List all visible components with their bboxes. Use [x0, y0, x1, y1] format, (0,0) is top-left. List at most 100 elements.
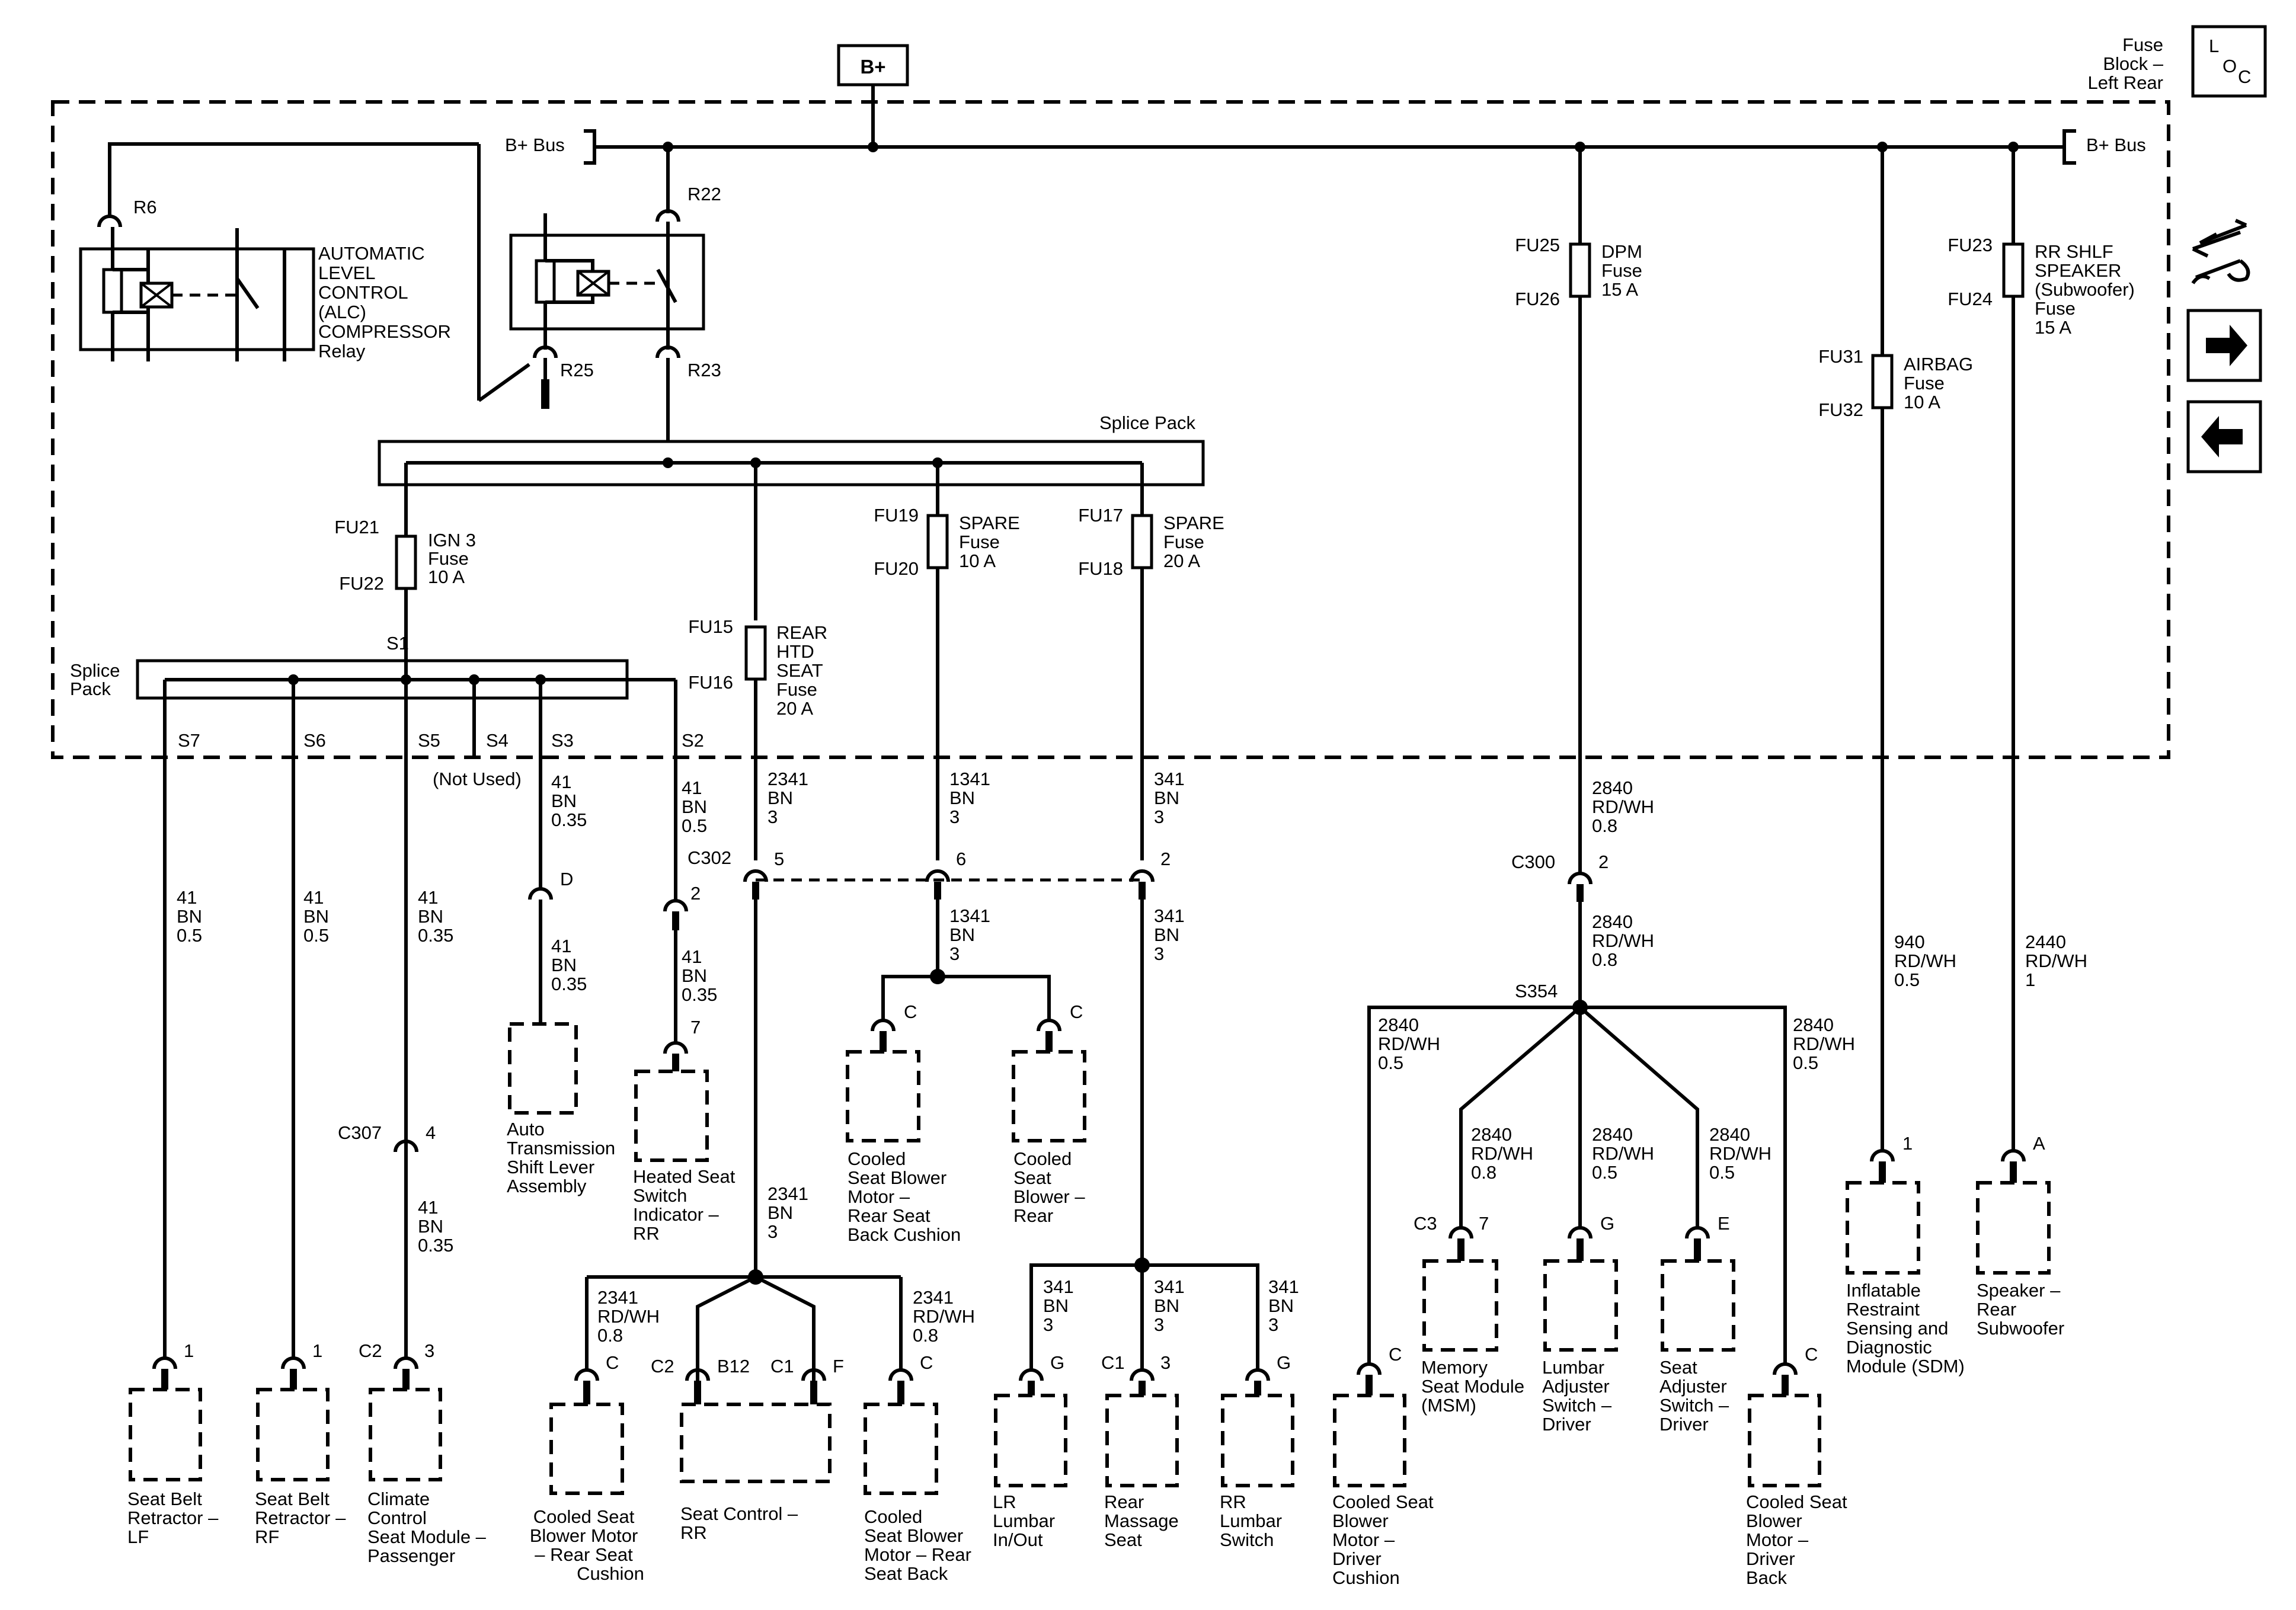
svg-text:2341: 2341 [768, 769, 808, 789]
wire-s2-label: 41 BN 0.5 [682, 777, 707, 836]
component-rr-lumbar[interactable] [1221, 1394, 1294, 1487]
wire-s7-label: 41 BN 0.5 [177, 887, 202, 946]
component-lumbar-adjuster-driver[interactable] [1543, 1259, 1618, 1352]
wire-2341-lower-label: 2341 BN 3 [768, 1183, 808, 1242]
component-speaker-subwoofer[interactable] [1976, 1181, 2051, 1275]
svg-text:G: G [1600, 1213, 1614, 1234]
svg-text:RD/WH: RD/WH [913, 1306, 975, 1327]
svg-text:BN: BN [1043, 1295, 1069, 1316]
wire-2-label: 41 BN 0.35 [682, 946, 717, 1005]
component-cooled-driver-cushion[interactable] [1333, 1394, 1406, 1487]
arrow-left-icon[interactable] [2186, 400, 2262, 473]
svg-text:0.5: 0.5 [1378, 1052, 1403, 1073]
svg-text:FU26: FU26 [1515, 289, 1560, 309]
component-cooled-seat-back[interactable] [864, 1403, 938, 1495]
component-seat-belt-rf[interactable] [256, 1388, 330, 1481]
component-cooled-seat-cushion[interactable] [549, 1403, 624, 1495]
svg-text:Blower: Blower [1332, 1510, 1389, 1531]
svg-text:C: C [606, 1352, 619, 1373]
svg-text:C: C [1389, 1344, 1402, 1365]
label-cooled-driver-back: Cooled Seat Blower Motor – Driver Back [1746, 1491, 1847, 1588]
component-climate-control[interactable] [369, 1388, 442, 1481]
component-memory-seat-module[interactable] [1422, 1259, 1498, 1352]
component-heated-seat-switch[interactable] [634, 1070, 709, 1162]
component-cooled-driver-back[interactable] [1748, 1394, 1821, 1487]
svg-text:Motor –: Motor – [1746, 1529, 1809, 1550]
svg-text:Cushion: Cushion [577, 1563, 644, 1584]
fuse-block-label-3: Left Rear [2087, 72, 2163, 93]
fuse-fu19 [926, 514, 949, 569]
terminal-r22: R22 [687, 184, 721, 204]
svg-text:C3: C3 [1414, 1213, 1437, 1234]
wire-2840-left-label: 2840 RD/WH 0.5 [1378, 1014, 1440, 1073]
wire-s3-label: 41 BN 0.35 [551, 772, 587, 830]
component-seat-control-rr[interactable] [680, 1403, 832, 1483]
wire-341-label: 341 BN 3 [1154, 769, 1185, 827]
svg-text:Auto: Auto [507, 1119, 545, 1140]
svg-text:15 A: 15 A [1601, 279, 1638, 300]
svg-text:Shift Lever: Shift Lever [507, 1157, 594, 1177]
svg-text:S4: S4 [486, 730, 509, 751]
svg-text:3: 3 [1154, 806, 1164, 827]
fuse-fu25 [1569, 242, 1591, 298]
svg-text:Back Cushion: Back Cushion [848, 1224, 961, 1245]
svg-text:Seat Module: Seat Module [1421, 1376, 1524, 1397]
wire-940-label: 940 RD/WH 0.5 [1894, 932, 1956, 990]
component-auto-transmission[interactable] [508, 1022, 578, 1115]
svg-text:RR: RR [633, 1223, 660, 1244]
svg-text:Rear Seat: Rear Seat [848, 1205, 930, 1226]
svg-text:FU17: FU17 [1078, 505, 1123, 526]
svg-text:Driver: Driver [1542, 1414, 1591, 1435]
svg-text:D: D [560, 869, 573, 889]
loc-icon[interactable]: L O C [2191, 25, 2267, 98]
svg-text:20 A: 20 A [1163, 550, 1200, 571]
alc-relay-name-5: COMPRESSOR [318, 321, 451, 342]
svg-text:1: 1 [184, 1340, 194, 1361]
component-cooled-seat-back-cushion[interactable] [846, 1050, 920, 1142]
splice-pack-label: Splice Pack [1099, 412, 1195, 433]
label-rear-massage-seat: Rear Massage Seat [1104, 1491, 1179, 1550]
label-seat-belt-lf: Seat Belt Retractor – LF [127, 1489, 219, 1547]
wiring-tools-icon[interactable] [2191, 219, 2250, 284]
svg-text:G: G [1277, 1352, 1291, 1373]
svg-text:S7: S7 [178, 730, 200, 751]
label-memory-seat-module: Memory Seat Module (MSM) [1421, 1357, 1524, 1416]
svg-text:2840: 2840 [1378, 1014, 1419, 1035]
svg-text:RR: RR [680, 1522, 707, 1543]
svg-text:20 A: 20 A [776, 698, 813, 719]
svg-text:Seat Blower: Seat Blower [848, 1167, 946, 1188]
svg-text:IGN 3: IGN 3 [428, 530, 476, 550]
component-sdm[interactable] [1846, 1181, 1920, 1275]
wire-2840-lumbar-label: 2840 RD/WH 0.5 [1592, 1124, 1654, 1183]
component-seat-belt-lf[interactable] [129, 1388, 202, 1481]
svg-text:Transmission: Transmission [507, 1138, 615, 1158]
svg-text:Rear: Rear [1977, 1299, 2016, 1320]
svg-text:3: 3 [768, 1221, 778, 1242]
component-cooled-seat-blower-rear[interactable] [1012, 1050, 1086, 1142]
svg-text:BN: BN [551, 955, 577, 975]
svg-text:41: 41 [303, 887, 324, 908]
component-rear-massage-seat[interactable] [1105, 1394, 1179, 1487]
svg-text:C2: C2 [359, 1340, 382, 1361]
wire-2840-adjuster-label: 2840 RD/WH 0.5 [1709, 1124, 1771, 1183]
label-seat-adjuster-driver: Seat Adjuster Switch – Driver [1659, 1357, 1729, 1435]
svg-text:341: 341 [1154, 769, 1185, 789]
svg-text:41: 41 [551, 936, 571, 956]
svg-text:Switch: Switch [1220, 1529, 1274, 1550]
arrow-right-icon[interactable] [2186, 309, 2262, 382]
fuse-fu17 [1131, 514, 1153, 569]
svg-text:41: 41 [418, 887, 438, 908]
svg-text:Lumbar: Lumbar [993, 1510, 1055, 1531]
component-lr-lumbar[interactable] [994, 1394, 1067, 1487]
connector-c300: C300 [1511, 852, 1555, 872]
svg-text:Fuse: Fuse [1163, 532, 1204, 552]
svg-text:L: L [2209, 36, 2219, 56]
svg-text:REAR: REAR [776, 622, 827, 643]
svg-text:Passenger: Passenger [367, 1545, 455, 1566]
wire-2341rd-left-label: 2341 RD/WH 0.8 [597, 1287, 660, 1346]
splice-pack-s1-label-2: Pack [70, 678, 111, 699]
svg-text:Driver: Driver [1332, 1548, 1382, 1569]
component-seat-adjuster-driver[interactable] [1661, 1259, 1735, 1352]
svg-text:1341: 1341 [949, 905, 990, 926]
